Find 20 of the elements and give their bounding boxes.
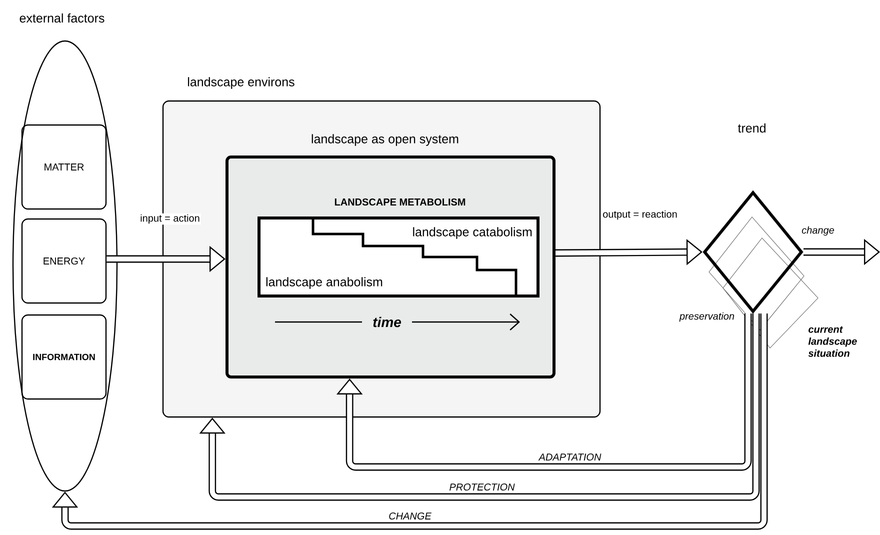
node-label: trend — [738, 123, 766, 133]
hollow-arrow — [199, 314, 760, 501]
edge-label: input = action — [139, 213, 201, 225]
node-label: landscape environs — [188, 77, 294, 89]
edge-label: PROTECTION — [448, 482, 516, 492]
hollow-arrow — [52, 314, 768, 530]
outcome-label: preservation — [679, 312, 734, 322]
factor-box: INFORMATION — [21, 314, 107, 400]
node-label: external factors — [20, 13, 104, 23]
edge-label: output = reaction — [602, 209, 678, 221]
hollow-arrow — [336, 314, 752, 471]
edge-label: ADAPTATION — [538, 452, 602, 462]
factor-box: ENERGY — [21, 218, 107, 304]
time-label: time — [373, 316, 402, 328]
node-label: landscape as open system — [312, 134, 458, 146]
edge-label: change — [800, 225, 836, 237]
metabolism-box: landscape catabolism landscape anabolism — [258, 216, 540, 298]
factor-box: MATTER — [21, 124, 107, 210]
node-label: current landscape situation — [808, 326, 857, 357]
edge-label: CHANGE — [388, 511, 432, 521]
